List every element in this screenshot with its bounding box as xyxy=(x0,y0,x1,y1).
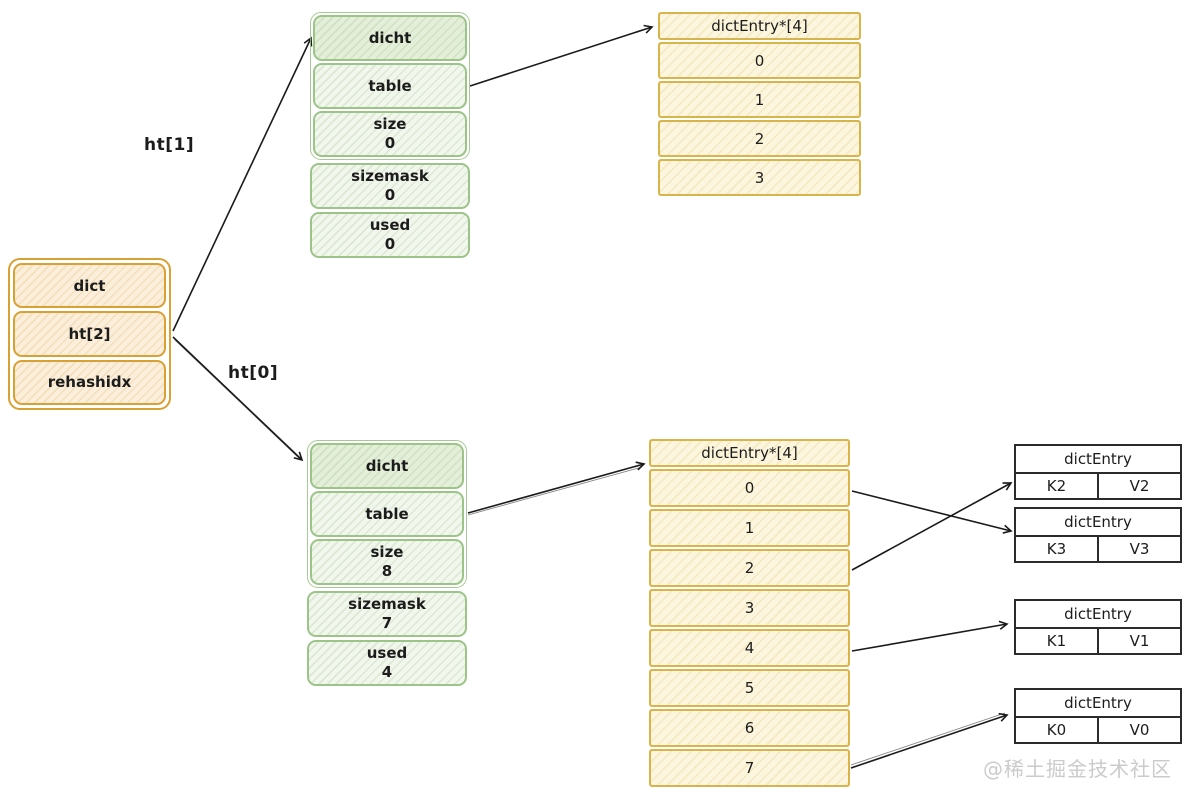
dictentry-node-k0v0: dictEntry K0 V0 xyxy=(1014,688,1182,744)
arrow-ht0-sketch-stroke xyxy=(174,339,301,460)
arrow-ht1 xyxy=(172,36,313,332)
ht0-size-label: size xyxy=(370,543,404,562)
ht1-row-sizemask: sizemask 0 xyxy=(310,163,470,209)
dict-row-ht2: ht[2] xyxy=(13,311,166,357)
ht0-sizemask-value: 7 xyxy=(381,614,393,632)
entries-array-ht1: dictEntry*[4] 0 1 2 3 xyxy=(658,12,861,196)
arrow-ht0 xyxy=(172,336,304,462)
arrow-slot7-sketch-stroke xyxy=(850,712,1006,766)
dictentry-k2-row: K2 V2 xyxy=(1016,474,1180,498)
dict-struct: dict ht[2] rehashidx xyxy=(8,258,171,410)
ht1-slot-3: 3 xyxy=(658,159,861,196)
ht1-sizemask-value: 0 xyxy=(384,186,396,204)
ht0-slot-7: 7 xyxy=(649,749,850,787)
ht0-row-used: used 4 xyxy=(307,640,467,686)
label-ht1: ht[1] xyxy=(144,135,195,155)
ht0-row-sizemask: sizemask 7 xyxy=(307,591,467,637)
arrow-ht0-table-sketch-stroke xyxy=(467,466,643,516)
ht1-size-label: size xyxy=(373,115,407,134)
dictentry-k3-row: K3 V3 xyxy=(1016,537,1180,561)
dictentry-k1-value: V1 xyxy=(1129,632,1150,650)
ht0-slot-3: 3 xyxy=(649,589,850,627)
dictentry-node-k2v2: dictEntry K2 V2 xyxy=(1014,444,1182,500)
arrow-slot0-to-k3 xyxy=(851,490,1013,534)
ht1-used-value: 0 xyxy=(384,235,396,253)
ht0-slot-4: 4 xyxy=(649,629,850,667)
hashtable-ht1-struct: dicht table size 0 sizemask 0 used 0 xyxy=(310,12,470,258)
dictentry-k3-key: K3 xyxy=(1016,537,1099,561)
ht0-slot-2: 2 xyxy=(649,549,850,587)
dictentry-k1-title: dictEntry xyxy=(1016,601,1180,629)
ht0-row-size: size 8 xyxy=(310,539,464,585)
ht0-entries-header: dictEntry*[4] xyxy=(649,439,850,467)
ht0-row-dicht: dicht xyxy=(310,443,464,489)
arrow-ht1-table-to-entries xyxy=(469,24,654,87)
ht1-row-dicht: dicht xyxy=(313,15,467,61)
dict-row-rehashidx: rehashidx xyxy=(13,359,166,405)
ht0-row-table: table xyxy=(310,491,464,537)
ht1-slot-2: 2 xyxy=(658,120,861,157)
ht0-used-value: 4 xyxy=(381,663,393,681)
hashtable-ht0-struct: dicht table size 8 sizemask 7 used 4 xyxy=(307,440,467,686)
hashtable-ht1-core: dicht table size 0 xyxy=(310,12,470,160)
dictentry-k0-value: V0 xyxy=(1129,721,1150,739)
ht0-sizemask-label: sizemask xyxy=(348,595,426,614)
ht1-used-label: used xyxy=(369,216,411,235)
hashtable-ht0-core: dicht table size 8 xyxy=(307,440,467,588)
ht0-size-value: 8 xyxy=(381,562,393,580)
dictentry-node-k1v1: dictEntry K1 V1 xyxy=(1014,599,1182,655)
ht0-slot-1: 1 xyxy=(649,509,850,547)
dictentry-k1-row: K1 V1 xyxy=(1016,629,1180,653)
ht0-slot-5: 5 xyxy=(649,669,850,707)
ht0-used-label: used xyxy=(366,644,408,663)
ht1-row-table: table xyxy=(313,63,467,109)
dictentry-k2-title: dictEntry xyxy=(1016,446,1180,474)
ht1-size-value: 0 xyxy=(384,134,396,152)
dictentry-k0-title: dictEntry xyxy=(1016,690,1180,718)
label-ht0: ht[0] xyxy=(228,363,279,383)
dictentry-k2-key: K2 xyxy=(1016,474,1099,498)
dictentry-k1-key: K1 xyxy=(1016,629,1099,653)
ht1-slot-1: 1 xyxy=(658,81,861,118)
dictentry-k3-value: V3 xyxy=(1129,540,1150,558)
dictentry-node-k3v3: dictEntry K3 V3 xyxy=(1014,507,1182,563)
ht0-slot-6: 6 xyxy=(649,709,850,747)
ht1-row-used: used 0 xyxy=(310,212,470,258)
dictentry-k0-key: K0 xyxy=(1016,718,1099,742)
arrow-ht0-table-to-entries xyxy=(467,461,646,514)
dictentry-k2-value: V2 xyxy=(1129,477,1150,495)
dict-row-dict: dict xyxy=(13,263,166,309)
arrow-slot4-to-k1 xyxy=(851,620,1009,652)
dictentry-k0-row: K0 V0 xyxy=(1016,718,1180,742)
arrow-slot2-to-k2 xyxy=(851,482,1013,571)
dictentry-k3-title: dictEntry xyxy=(1016,509,1180,537)
ht1-slot-0: 0 xyxy=(658,42,861,79)
watermark-text: @稀土掘金技术社区 xyxy=(983,757,1172,781)
ht1-entries-header: dictEntry*[4] xyxy=(658,12,861,40)
ht0-slot-0: 0 xyxy=(649,469,850,507)
entries-array-ht0: dictEntry*[4] 0 1 2 3 4 5 6 7 xyxy=(649,439,850,787)
ht1-row-size: size 0 xyxy=(313,111,467,157)
ht1-sizemask-label: sizemask xyxy=(351,167,429,186)
